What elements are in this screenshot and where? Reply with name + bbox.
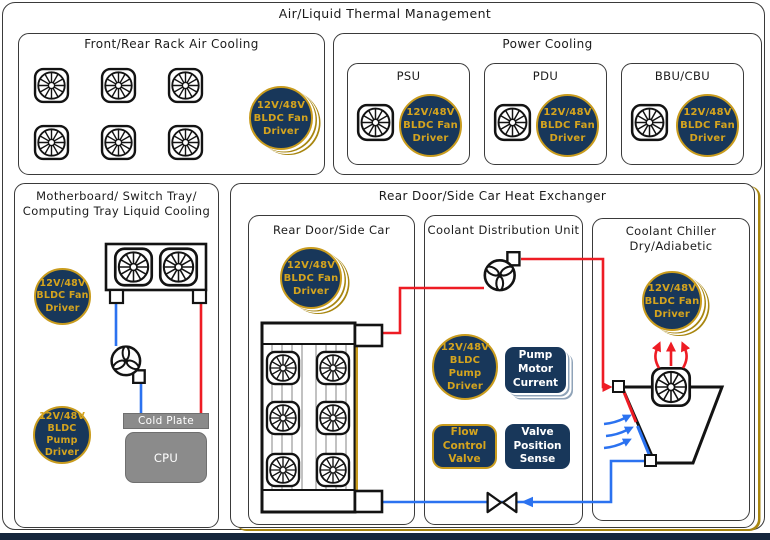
chip-line: Valve	[521, 425, 554, 438]
page-title: Air/Liquid Thermal Management	[278, 6, 492, 21]
chip-line: Control	[442, 439, 487, 452]
badge-line: Driver	[446, 381, 484, 392]
rear-door-hx-title: Rear Door/Side Car Heat Exchanger	[378, 189, 607, 203]
red-coolant-slant	[622, 390, 638, 423]
blue-coolant-slant	[636, 425, 653, 460]
chiller-title-line2: Dry/Adiabetic	[629, 239, 713, 253]
pdu-label: PDU	[532, 69, 559, 83]
badge-line: Driver	[262, 125, 300, 137]
badge-line: Driver	[689, 133, 726, 144]
chip-line: Current	[512, 376, 559, 389]
badge-line: 12V/48V	[256, 99, 306, 111]
bldc-fan-driver-badge: 12V/48V BLDC Fan Driver	[34, 268, 91, 325]
chip-line: Flow	[450, 425, 479, 438]
badge-line: BLDC Pump	[448, 355, 482, 379]
chip-line: Valve	[448, 453, 481, 466]
bldc-fan-driver-badge: 12V/48V BLDC Fan Driver	[642, 271, 702, 331]
power-cooling-title: Power Cooling	[502, 37, 593, 51]
badge-line: 12V/48V	[286, 259, 336, 271]
chip-line: Sense	[519, 453, 556, 466]
bottom-accent-bar	[0, 533, 770, 540]
bldc-fan-driver-badge: 12V/48V BLDC Fan Driver	[399, 94, 462, 157]
badge-line: 12V/48V	[406, 107, 455, 118]
badge-line: BLDC Fan	[283, 272, 339, 284]
fan-icon	[493, 103, 532, 142]
badge-line: 12V/48V	[440, 342, 490, 353]
rear-door-side-car-title: Rear Door/Side Car	[272, 223, 391, 237]
bldc-pump-driver-badge: 12V/48V BLDC Pump Driver	[33, 406, 91, 464]
cpu-block: CPU	[125, 432, 207, 483]
badge-line: BLDC Fan	[253, 112, 309, 124]
badge-line: Driver	[549, 133, 586, 144]
psu-label: PSU	[396, 69, 421, 83]
red-up-arrows	[651, 341, 691, 369]
badge-line: BLDC Fan	[36, 290, 89, 302]
heat-exchanger-icon	[260, 321, 384, 514]
chiller-title-line1: Coolant Chiller	[625, 224, 717, 238]
bbu-cbu-label: BBU/CBU	[654, 69, 711, 83]
valve-position-sense-chip: Valve Position Sense	[505, 424, 570, 469]
chip-line: Position	[513, 439, 562, 452]
pump-motor-current-chip: Pump Motor Current	[505, 347, 566, 393]
badge-line: BLDC Pump	[46, 422, 78, 446]
fan-icon	[100, 124, 137, 161]
chiller-outlet-port	[644, 454, 657, 467]
badge-line: 12V/48V	[39, 278, 86, 290]
front-rear-rack-title: Front/Rear Rack Air Cooling	[84, 37, 259, 51]
badge-line: 12V/48V	[683, 107, 732, 118]
badge-line: BLDC Fan	[540, 120, 595, 131]
bldc-fan-driver-badge: 12V/48V BLDC Fan Driver	[249, 86, 313, 150]
bldc-fan-driver-badge: 12V/48V BLDC Fan Driver	[280, 247, 342, 309]
badge-line: Driver	[45, 302, 80, 314]
badge-line: Driver	[412, 133, 449, 144]
bldc-fan-driver-badge: 12V/48V BLDC Fan Driver	[676, 94, 739, 157]
motherboard-title-line1: Motherboard/ Switch Tray/	[36, 189, 197, 203]
flow-control-valve-chip: Flow Control Valve	[432, 424, 497, 469]
cold-plate-label: Cold Plate	[138, 415, 194, 427]
fan-icon	[650, 366, 692, 408]
badge-line: 12V/48V	[38, 410, 85, 422]
radiator-icon	[104, 242, 208, 305]
fan-icon	[33, 67, 70, 104]
fan-icon	[100, 67, 137, 104]
chip-line: Pump	[518, 349, 553, 362]
cold-plate-block: Cold Plate	[123, 413, 209, 429]
chiller-tower-icon	[603, 341, 725, 467]
cpu-label: CPU	[153, 450, 179, 465]
badge-line: BLDC Fan	[680, 120, 735, 131]
pump-icon	[478, 250, 528, 296]
cdu-title: Coolant Distribution Unit	[427, 223, 580, 237]
badge-line: BLDC Fan	[644, 295, 700, 307]
fan-icon	[33, 124, 70, 161]
badge-line: Driver	[653, 308, 691, 320]
chip-line: Motor	[517, 363, 554, 376]
valve-icon	[486, 491, 518, 514]
bldc-fan-driver-badge: 12V/48V BLDC Fan Driver	[536, 94, 599, 157]
fan-icon	[167, 67, 204, 104]
blue-airflow-arrows	[603, 414, 634, 450]
badge-line: Driver	[44, 447, 80, 459]
fan-icon	[356, 103, 395, 142]
badge-line: Driver	[292, 285, 330, 297]
fan-icon	[167, 124, 204, 161]
fan-icon	[630, 103, 669, 142]
badge-line: 12V/48V	[543, 107, 592, 118]
chiller-inlet-port	[612, 380, 625, 393]
pump-icon	[108, 341, 150, 385]
badge-line: 12V/48V	[647, 282, 697, 294]
motherboard-title-line2: Computing Tray Liquid Cooling	[22, 204, 211, 218]
bldc-pump-driver-badge: 12V/48V BLDC Pump Driver	[432, 334, 498, 400]
badge-line: BLDC Fan	[403, 120, 458, 131]
